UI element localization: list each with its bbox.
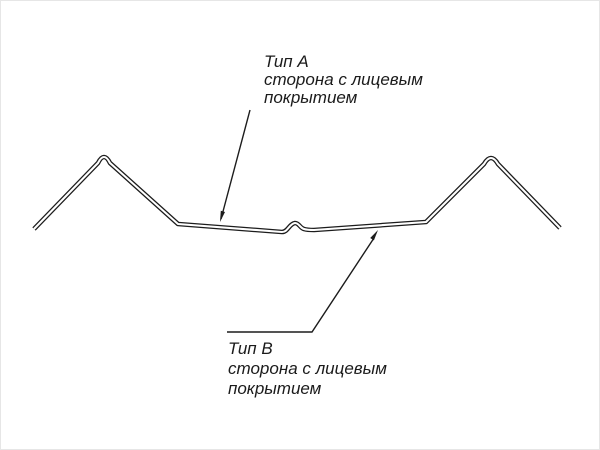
type-a-title: Тип А — [264, 52, 309, 71]
type-a-subtitle-line1: сторона с лицевым — [264, 70, 423, 89]
type-a-leader-line — [220, 109, 251, 220]
label-type-a: Тип А сторона с лицевым покрытием — [264, 52, 423, 107]
type-b-subtitle-line2: покрытием — [228, 379, 322, 398]
profile-cross-section — [32, 154, 562, 235]
leader-type-b — [227, 230, 378, 333]
type-b-arrowhead — [370, 230, 378, 241]
profile-inner-line — [33, 155, 561, 234]
type-b-subtitle-line1: сторона с лицевым — [228, 359, 387, 378]
type-a-subtitle-line2: покрытием — [264, 88, 358, 107]
label-type-b: Тип В сторона с лицевым покрытием — [228, 339, 387, 398]
type-a-arrowhead — [220, 210, 225, 222]
leader-type-a — [220, 109, 251, 222]
type-b-title: Тип В — [228, 339, 273, 358]
type-b-leader-line — [227, 237, 375, 333]
